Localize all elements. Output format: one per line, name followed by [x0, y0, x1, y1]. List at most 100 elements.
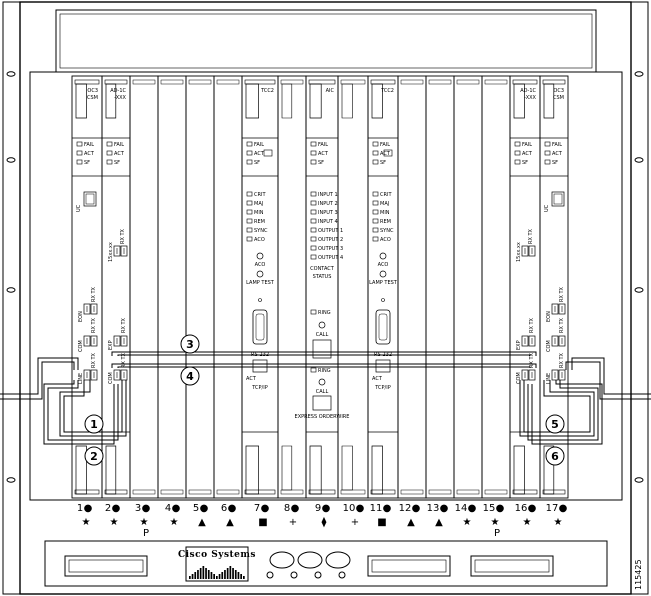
card-bottom-latch	[74, 489, 100, 495]
aic-io-led	[310, 209, 317, 215]
lamp-test-label: LAMP TEST	[369, 280, 398, 286]
port-label: RX TX	[121, 317, 127, 333]
slot-dot: ●	[559, 503, 568, 514]
port-rx	[551, 335, 559, 347]
brand-box	[185, 546, 249, 582]
com-label: COM	[516, 372, 522, 384]
slot-number: 16	[515, 503, 528, 514]
callout-circle	[180, 366, 200, 386]
slot-number: 11	[370, 503, 383, 514]
port-rx	[521, 335, 529, 347]
port-rx	[113, 335, 121, 347]
lan-port	[375, 359, 391, 373]
blank-filler-15	[484, 79, 508, 495]
act-label: ACT	[246, 376, 257, 382]
com-label: COM	[78, 340, 84, 352]
status-led-label: ACT	[254, 151, 265, 157]
aic-io-label: INPUT 1	[318, 192, 338, 198]
aic-io-label: INPUT 4	[318, 219, 338, 225]
slot-number: 3	[135, 503, 141, 514]
status-led-label: ACT	[84, 151, 95, 157]
filler-bottom-latch	[428, 489, 452, 495]
blank-filler-4	[160, 79, 184, 495]
status-led-label: SF	[114, 160, 120, 166]
callout-2: 2	[84, 446, 104, 466]
exp-label: EXP	[516, 340, 522, 350]
port-label: RX TX	[559, 286, 565, 302]
filler-bottom-latch	[400, 489, 424, 495]
exp-label: EXP	[108, 340, 114, 350]
blank-filler-12	[400, 79, 424, 495]
com-fiber-right-2b	[531, 380, 603, 445]
com-label: COM	[108, 372, 114, 384]
alarm-led	[246, 200, 253, 206]
fan-tray-slot-left	[64, 555, 148, 577]
fan-tray-led	[266, 571, 274, 579]
top-panel-inner	[59, 13, 593, 69]
slot-symbol: +	[289, 517, 297, 528]
callout-number: 5	[551, 418, 559, 431]
brand-logo-bar	[234, 570, 237, 579]
status-led	[544, 159, 551, 165]
slot-number: 7	[254, 503, 260, 514]
alarm-led-label: ACO	[254, 237, 265, 243]
status-led-label: FAIL	[552, 142, 562, 148]
alarm-led-label: MAJ	[254, 201, 263, 207]
filler-top-latch	[160, 79, 184, 85]
fan-indicator-lens	[269, 551, 295, 569]
slot-symbol: ■	[377, 517, 386, 528]
callout-6: 6	[545, 446, 565, 466]
slot-dot: ●	[528, 503, 537, 514]
slot-symbol: ★	[463, 517, 472, 528]
aco-label: ACO	[255, 262, 266, 268]
brand-logo-bar	[210, 572, 213, 579]
slot-10	[337, 75, 369, 499]
port-label: RX TX	[559, 317, 565, 333]
status-led	[246, 159, 253, 165]
status-led-label: FAIL	[318, 142, 328, 148]
status-led	[544, 141, 551, 147]
alarm-led	[246, 209, 253, 215]
alarm-led	[372, 236, 379, 242]
status-led-label: FAIL	[114, 142, 124, 148]
card-title: CSM	[553, 95, 564, 101]
tcc-card-left: TCC2FAILACTSFCRITMAJMINREMSYNCACOACOLAMP…	[242, 79, 278, 495]
status-led	[246, 141, 253, 147]
eon-label: EON	[78, 311, 84, 322]
slot-dot: ●	[356, 503, 365, 514]
brand-logo-bar	[221, 572, 224, 579]
alarm-led	[246, 218, 253, 224]
slot-protect-label: P	[143, 528, 149, 539]
slot-label-6: 6●▲	[221, 503, 237, 528]
slot-dot: ●	[261, 503, 270, 514]
act-label: ACT	[372, 376, 383, 382]
slot-number: 10	[343, 503, 356, 514]
filler-top-latch	[456, 79, 480, 85]
brand-logo-bar	[237, 572, 240, 579]
slot-dot: ●	[142, 503, 151, 514]
status-led-label: FAIL	[84, 142, 94, 148]
status-led-label: ACT	[522, 151, 533, 157]
callout-4: 4	[180, 366, 200, 386]
slot-1	[71, 75, 103, 499]
lan-port	[252, 359, 268, 373]
card-top-latch	[542, 79, 566, 85]
slot-symbol: ▲	[198, 517, 206, 528]
card-bottom-ejector	[309, 445, 322, 495]
slot-label-13: 13●▲	[427, 503, 449, 528]
status-led	[372, 150, 379, 156]
filler-top-latch	[216, 79, 240, 85]
slot-5	[185, 75, 215, 499]
com-label: COM	[546, 340, 552, 352]
pwr-led	[383, 149, 393, 157]
status-led	[372, 159, 379, 165]
port-label: RX TX	[120, 228, 126, 244]
figure-id: 115425	[634, 559, 643, 590]
filler-ejector	[341, 83, 353, 119]
aic-extra-label: STATUS	[313, 274, 332, 280]
blank-filler-10	[340, 79, 366, 495]
card-title: CSM	[87, 95, 98, 101]
card-bottom-latch	[244, 489, 276, 495]
